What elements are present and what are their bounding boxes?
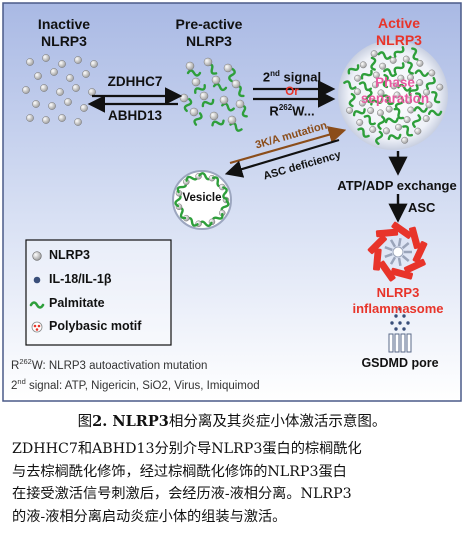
vesicle-label: Vesicle bbox=[182, 192, 222, 204]
legend-box bbox=[25, 239, 172, 346]
note-second-signal: 2nd signal: ATP, Nigericin, SiO2, Virus,… bbox=[11, 377, 260, 392]
paragraph-line: 在接受激活信号刺激后，会经历液-液相分离。NLRP3 bbox=[12, 486, 352, 502]
inactive-nlrp3-cluster bbox=[22, 54, 98, 126]
note-r262w: R262W: NLRP3 autoactivation mutation bbox=[11, 357, 208, 372]
legend-palmitate: Palmitate bbox=[49, 296, 105, 310]
gsdmd-pore-icon bbox=[388, 307, 412, 353]
r262w-label: R262W... bbox=[269, 103, 315, 119]
or-label: Or bbox=[285, 86, 299, 98]
abhd13-label: ABHD13 bbox=[107, 108, 163, 123]
gsdmd-pore-label: GSDMD pore bbox=[361, 356, 439, 370]
inflammasome-pinwheel bbox=[367, 221, 428, 282]
asc-deficiency-arrow bbox=[224, 138, 340, 178]
description-paragraph: ZDHHC7和ABHD13分别介导NLRP3蛋白的棕榈酰化 与去棕榈酰化修饰，经… bbox=[12, 438, 456, 528]
figure-caption: 图2. NLRP3相分离及其炎症小体激活示意图。 bbox=[77, 413, 387, 430]
preactive-nlrp3-cluster bbox=[179, 57, 248, 132]
paragraph-line: 与去棕榈酰化修饰，经过棕榈酰化修饰的NLRP3蛋白 bbox=[12, 463, 347, 480]
mutation-arrow-brown bbox=[229, 126, 347, 165]
phase-separation-condensate bbox=[338, 40, 448, 150]
legend-nlrp3: NLRP3 bbox=[49, 248, 90, 262]
atp-exchange-label: ATP/ADP exchange bbox=[337, 178, 457, 193]
diagram-artwork bbox=[2, 2, 462, 402]
nlrp3-legend-icon bbox=[32, 251, 42, 261]
il-legend-icon bbox=[33, 276, 41, 284]
legend-il: IL-18/IL-1β bbox=[49, 272, 112, 286]
paragraph-line: 的液-液相分离启动炎症小体的组装与激活。 bbox=[12, 508, 287, 525]
palmitate-legend-icon bbox=[29, 301, 45, 309]
paragraph-line: ZDHHC7和ABHD13分别介导NLRP3蛋白的棕榈酰化 bbox=[12, 441, 362, 457]
legend-motif: Polybasic motif bbox=[49, 319, 142, 333]
condensate-contents bbox=[343, 46, 444, 145]
zdhhc7-label: ZDHHC7 bbox=[107, 74, 163, 89]
asc-label: ASC bbox=[408, 200, 436, 215]
second-signal-label: 2nd signal bbox=[262, 69, 322, 85]
polybasic-motif-legend-icon bbox=[31, 321, 43, 333]
vesicle bbox=[172, 170, 232, 230]
